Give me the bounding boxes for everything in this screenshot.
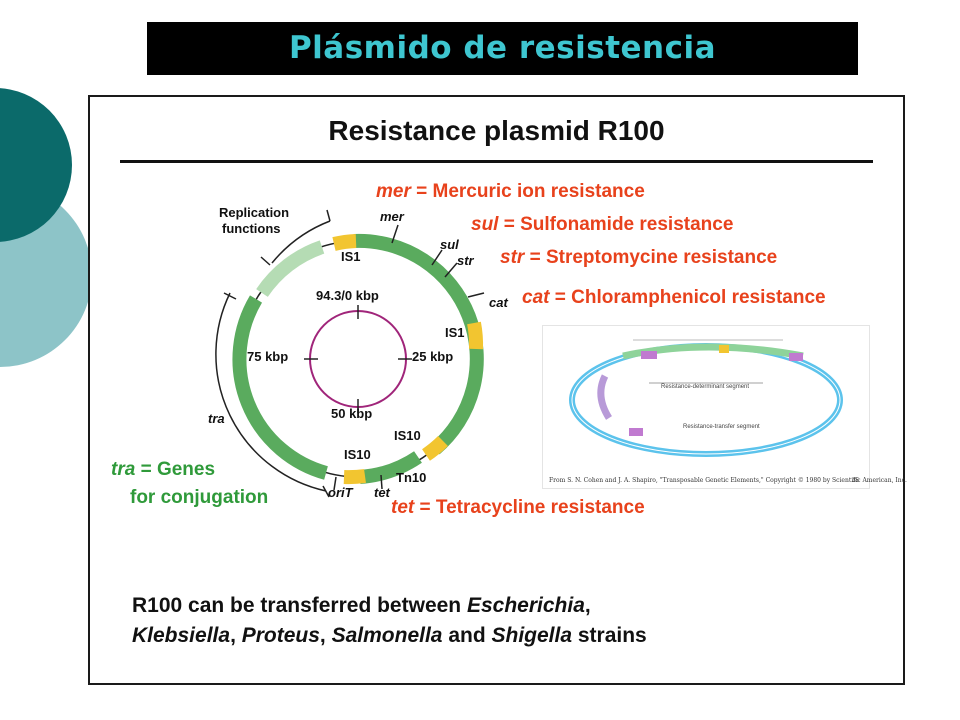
is10-left-label: IS10	[344, 447, 371, 462]
tick-50-label: 50 kbp	[331, 406, 373, 421]
tet-tick	[380, 474, 383, 490]
tick-75-label: 75 kbp	[247, 349, 289, 364]
dark-teal-circle	[0, 88, 72, 242]
tick-0-label: 94.3/0 kbp	[316, 288, 379, 303]
is1-right-element	[467, 321, 484, 350]
slide-title: Plásmido de resistencia	[288, 30, 717, 66]
orit-label: oriT	[328, 485, 353, 500]
replication-arc	[256, 240, 325, 298]
slide-frame: Resistance plasmid R100	[88, 95, 907, 685]
cat-tick	[467, 292, 485, 298]
is1-top-label: IS1	[341, 249, 361, 264]
heading-divider	[120, 160, 873, 163]
legend-cat: cat = Chloramphenicol resistance	[522, 287, 826, 308]
legend-sul: sul = Sulfonamide resistance	[471, 214, 734, 235]
replication-bracket	[271, 220, 331, 264]
mer-tick	[391, 224, 399, 244]
plasmid-heading: Resistance plasmid R100	[328, 115, 665, 146]
legend-str: str = Streptomycine resistance	[500, 247, 778, 268]
tet-label: tet	[374, 485, 390, 500]
replication-label-1: Replication	[219, 205, 290, 220]
legend-tet: tet = Tetracycline resistance	[391, 497, 645, 518]
transfer-note-line2: Klebsiella, Proteus, Salmonella and Shig…	[132, 624, 647, 647]
orit-tick	[333, 476, 337, 491]
transfer-note-line1: R100 can be transferred between Escheric…	[132, 594, 591, 617]
legend-tra-line2: for conjugation	[130, 487, 269, 508]
is1-top-element	[332, 234, 357, 251]
inset-segment-top-label: Resistance-determinant segment	[661, 384, 750, 390]
cat-label: cat	[489, 295, 508, 310]
plasmid-map	[215, 209, 485, 498]
sul-tick	[431, 249, 443, 266]
tra-arc	[232, 295, 328, 480]
is1-right-label: IS1	[445, 325, 465, 340]
sul-label: sul	[440, 237, 459, 252]
inner-scale-circle	[309, 310, 407, 408]
resistance-arc	[353, 233, 484, 455]
tick-25-label: 25 kbp	[412, 349, 454, 364]
mer-label: mer	[380, 209, 404, 224]
tra-bracket	[215, 292, 327, 492]
inset-ring-drawing	[569, 339, 843, 457]
legend-mer: mer = Mercuric ion resistance	[376, 181, 645, 202]
inset-caption: From S. N. Cohen and J. A. Shapiro, "Tra…	[549, 477, 907, 484]
str-label: str	[457, 253, 474, 268]
is10-right-element	[421, 435, 448, 461]
legend-tra: tra = Genes	[111, 459, 216, 480]
title-bar: Plásmido de resistencia	[147, 22, 858, 75]
str-tick	[444, 262, 458, 278]
tra-label: tra	[208, 411, 225, 426]
is10-right-label: IS10	[394, 428, 421, 443]
inset-page-number: 35	[852, 478, 859, 484]
tn10-label: Tn10	[396, 470, 427, 485]
inset-segment-bottom-label: Resistance-transfer segment	[683, 424, 760, 430]
transfer-note: R100 can be transferred between Escheric…	[132, 591, 647, 651]
replication-label-2: functions	[222, 221, 281, 236]
plasmid-inset-figure: Resistance-determinant segment Resistanc…	[542, 325, 907, 489]
is10-left-element	[343, 469, 366, 485]
